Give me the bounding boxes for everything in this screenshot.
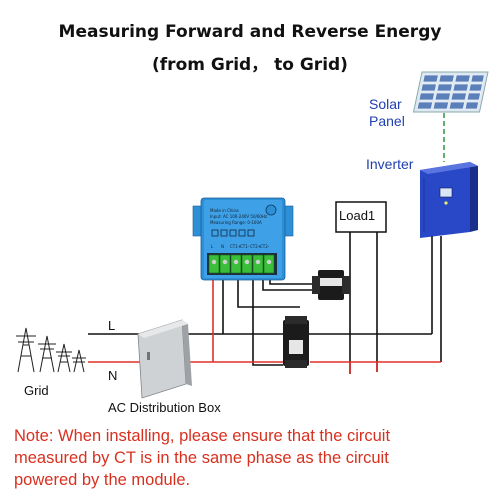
terminal-label-ct1p: CT1+ bbox=[230, 244, 241, 249]
ct-clamp-icon bbox=[312, 270, 350, 300]
module-text-line3: Measuring Range: 0-100A bbox=[210, 220, 262, 225]
inverter-label: Inverter bbox=[366, 156, 414, 172]
module-text-line2: Input: AC 100-240V 50/60Hz bbox=[210, 214, 267, 219]
power-meter-module-icon: Made in China Input: AC 100-240V 50/60Hz… bbox=[192, 197, 294, 281]
inverter-icon bbox=[420, 162, 478, 238]
black-wires bbox=[88, 232, 442, 374]
solar-panel-label: Solar Panel bbox=[369, 96, 405, 130]
diagram-title-line2: (from Grid， to Grid) bbox=[152, 55, 348, 75]
terminal-label-ct2p: CT2+ bbox=[250, 244, 261, 249]
note-line3: powered by the module. bbox=[14, 471, 191, 489]
terminal-label-ct1n: CT1- bbox=[240, 244, 250, 249]
line-n-label: N bbox=[108, 368, 118, 383]
load-label: Load1 bbox=[339, 208, 376, 223]
ac-box-label: AC Distribution Box bbox=[108, 400, 221, 415]
solar-panel-label-line1: Solar bbox=[369, 96, 402, 112]
terminal-label-l: L bbox=[211, 244, 214, 249]
red-wires bbox=[88, 280, 441, 374]
load-box bbox=[335, 201, 387, 233]
terminal-label-ct2n: CT2- bbox=[260, 244, 270, 249]
diagram-title-line1: Measuring Forward and Reverse Energy bbox=[58, 22, 442, 42]
terminal-label-n: N bbox=[221, 244, 224, 249]
module-text-line1: Made in China bbox=[210, 208, 239, 213]
note-line2: measured by CT is in the same phase as t… bbox=[14, 449, 389, 467]
solar-panel-icon bbox=[412, 71, 489, 113]
installation-note: Note: When installing, please ensure tha… bbox=[14, 425, 489, 491]
grid-label: Grid bbox=[24, 383, 49, 398]
note-prefix: Note: bbox=[14, 427, 54, 445]
line-l-label: L bbox=[108, 318, 116, 333]
transmission-tower-icon bbox=[16, 327, 86, 373]
note-line1: When installing, please ensure that the … bbox=[53, 427, 391, 445]
ct-clamp-icon bbox=[283, 316, 309, 368]
distribution-box-icon bbox=[137, 319, 192, 399]
solar-panel-label-line2: Panel bbox=[369, 113, 405, 129]
